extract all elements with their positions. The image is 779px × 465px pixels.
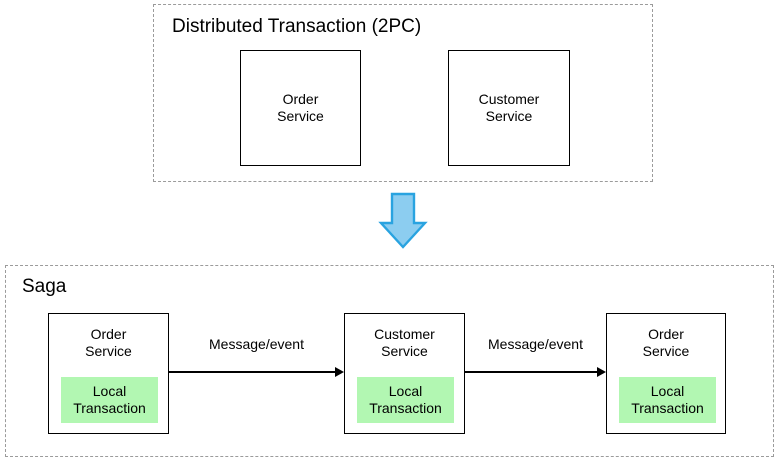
saga-connector-1-label: Message/event: [209, 336, 304, 352]
saga-connector-2-line: [465, 371, 598, 373]
saga-connector-1-arrowhead: [335, 367, 344, 377]
group-distributed-transaction-title: Distributed Transaction (2PC): [172, 16, 422, 37]
service-box-order-2pc-label: Order Service: [277, 91, 324, 124]
saga-step-2-box[interactable]: Customer Service Local Transaction: [344, 313, 465, 434]
service-box-customer-2pc-label: Customer Service: [478, 91, 540, 124]
saga-connector-2-label: Message/event: [488, 336, 583, 352]
saga-step-1-box[interactable]: Order Service Local Transaction: [48, 313, 169, 434]
service-box-customer-2pc[interactable]: Customer Service: [448, 50, 570, 166]
group-distributed-transaction: [153, 4, 653, 182]
group-saga: [5, 265, 774, 457]
saga-step-1-service-label: Order Service: [85, 326, 132, 359]
saga-connector-1-line: [169, 371, 336, 373]
saga-step-1-transaction-chip: Local Transaction: [61, 377, 158, 423]
group-saga-title: Saga: [22, 276, 67, 297]
saga-step-3-box[interactable]: Order Service Local Transaction: [606, 313, 726, 434]
saga-step-3-service-label: Order Service: [642, 326, 690, 359]
down-arrow-icon: [378, 192, 428, 250]
service-box-order-2pc[interactable]: Order Service: [240, 50, 361, 166]
saga-step-2-service-label: Customer Service: [374, 326, 435, 359]
saga-step-3-transaction-chip: Local Transaction: [619, 377, 716, 423]
saga-step-2-transaction-chip: Local Transaction: [357, 377, 454, 423]
saga-connector-2-arrowhead: [597, 367, 606, 377]
